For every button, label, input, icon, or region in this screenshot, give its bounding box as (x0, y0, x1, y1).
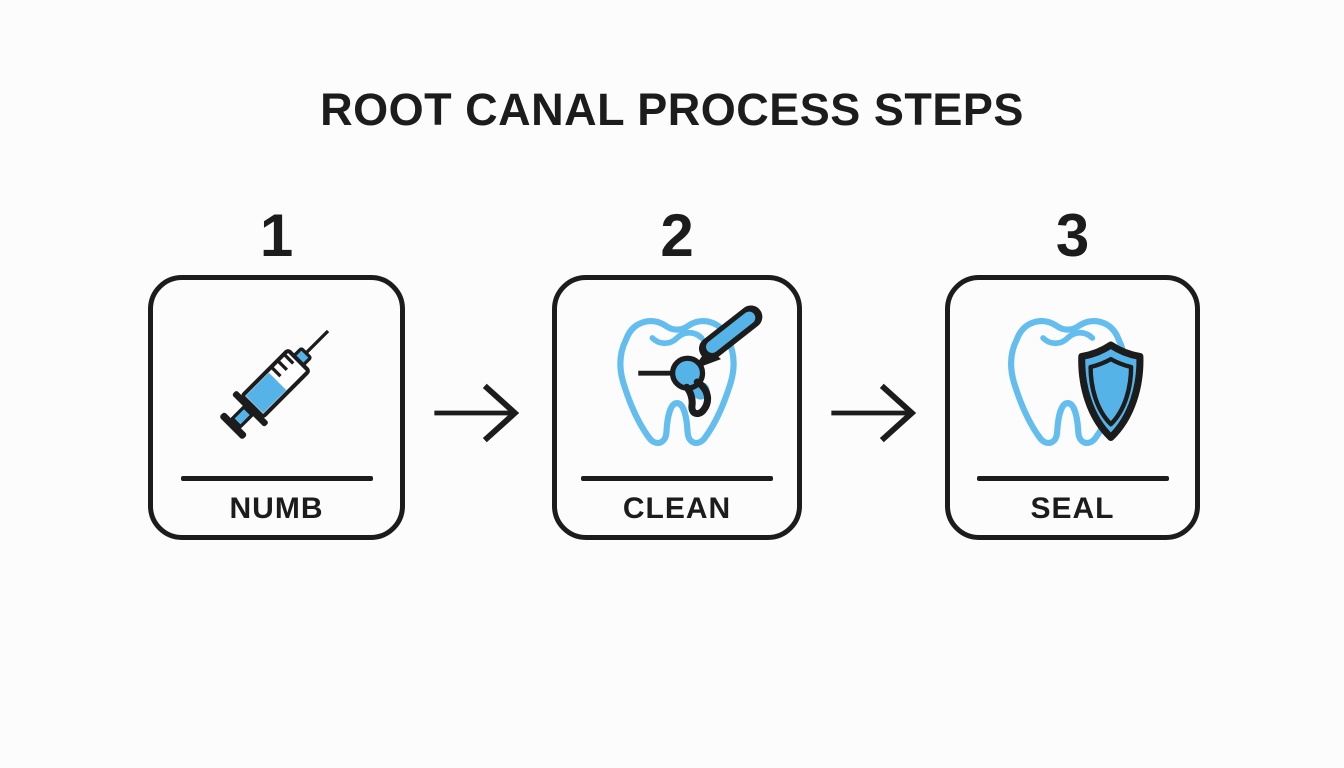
step-number: 3 (1055, 202, 1090, 269)
step-card: SEAL (945, 275, 1200, 540)
step-card: CLEAN (552, 275, 802, 540)
card-divider (180, 476, 373, 481)
step-label: NUMB (229, 492, 324, 525)
tooth-shield-icon (950, 292, 1195, 472)
card-divider (581, 476, 773, 481)
step-label: SEAL (1030, 492, 1115, 525)
step-clean: 2 (552, 205, 802, 540)
step-seal: 3 SEAL (945, 205, 1200, 540)
syringe-icon (153, 292, 400, 472)
right-arrow-icon (828, 381, 922, 445)
step-card: NUMB (148, 275, 405, 540)
step-number: 2 (660, 202, 694, 269)
card-divider (976, 476, 1169, 481)
step-label: CLEAN (622, 492, 732, 525)
right-arrow-icon (431, 381, 525, 445)
step-numb: 1 (148, 205, 405, 540)
tooth-drill-icon (557, 292, 797, 472)
page-title: ROOT CANAL PROCESS STEPS (320, 84, 1024, 135)
step-number: 1 (259, 202, 294, 269)
